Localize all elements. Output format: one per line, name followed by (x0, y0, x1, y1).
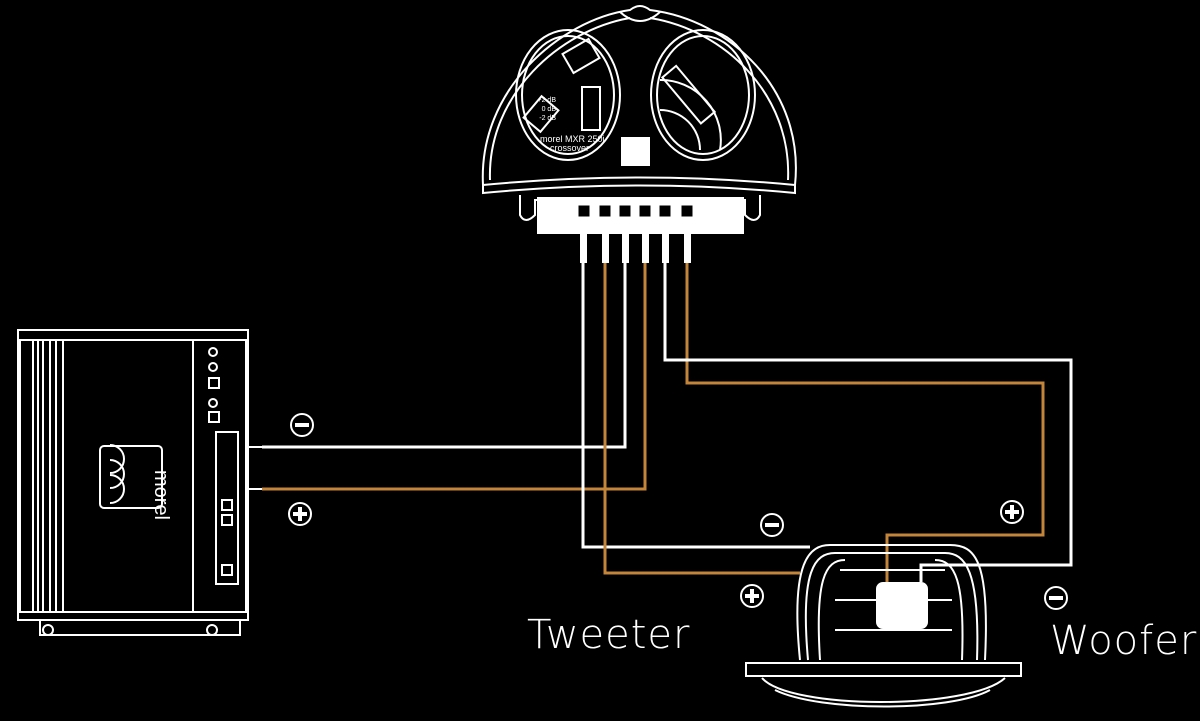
amplifier (17, 329, 262, 636)
woofer-negative-wire (663, 255, 1073, 582)
wires (262, 255, 1073, 582)
crossover-brand-label: morel MXR 250i (540, 134, 605, 144)
tweeter-negative-symbol (760, 513, 784, 537)
polarity-symbols (288, 413, 1068, 610)
tweeter-label: Tweeter (527, 612, 691, 658)
gain-plus-2db: +2 dB (538, 97, 557, 104)
amp-negative-symbol (290, 413, 314, 437)
gain-0db: 0 dB (542, 106, 557, 113)
woofer-positive-wire (685, 255, 1045, 582)
crossover-type-label: crossover (550, 143, 589, 153)
tweeter-positive-wire (603, 255, 800, 575)
crossover-terminals (577, 204, 694, 263)
tweeter-negative-wire (581, 255, 810, 549)
woofer-label: Woofer (1050, 618, 1198, 664)
woofer-positive-symbol (1000, 500, 1024, 524)
tweeter-positive-symbol (740, 584, 764, 608)
crossover-unit (481, 5, 797, 234)
amp-positive-symbol (288, 502, 312, 526)
amp-negative-wire (262, 255, 627, 449)
woofer-negative-symbol (1044, 586, 1068, 610)
gain-minus-2db: -2 dB (539, 115, 556, 122)
amplifier-logo: morel (150, 470, 172, 520)
coaxial-speaker (745, 544, 1022, 708)
amp-positive-wire (262, 255, 647, 491)
